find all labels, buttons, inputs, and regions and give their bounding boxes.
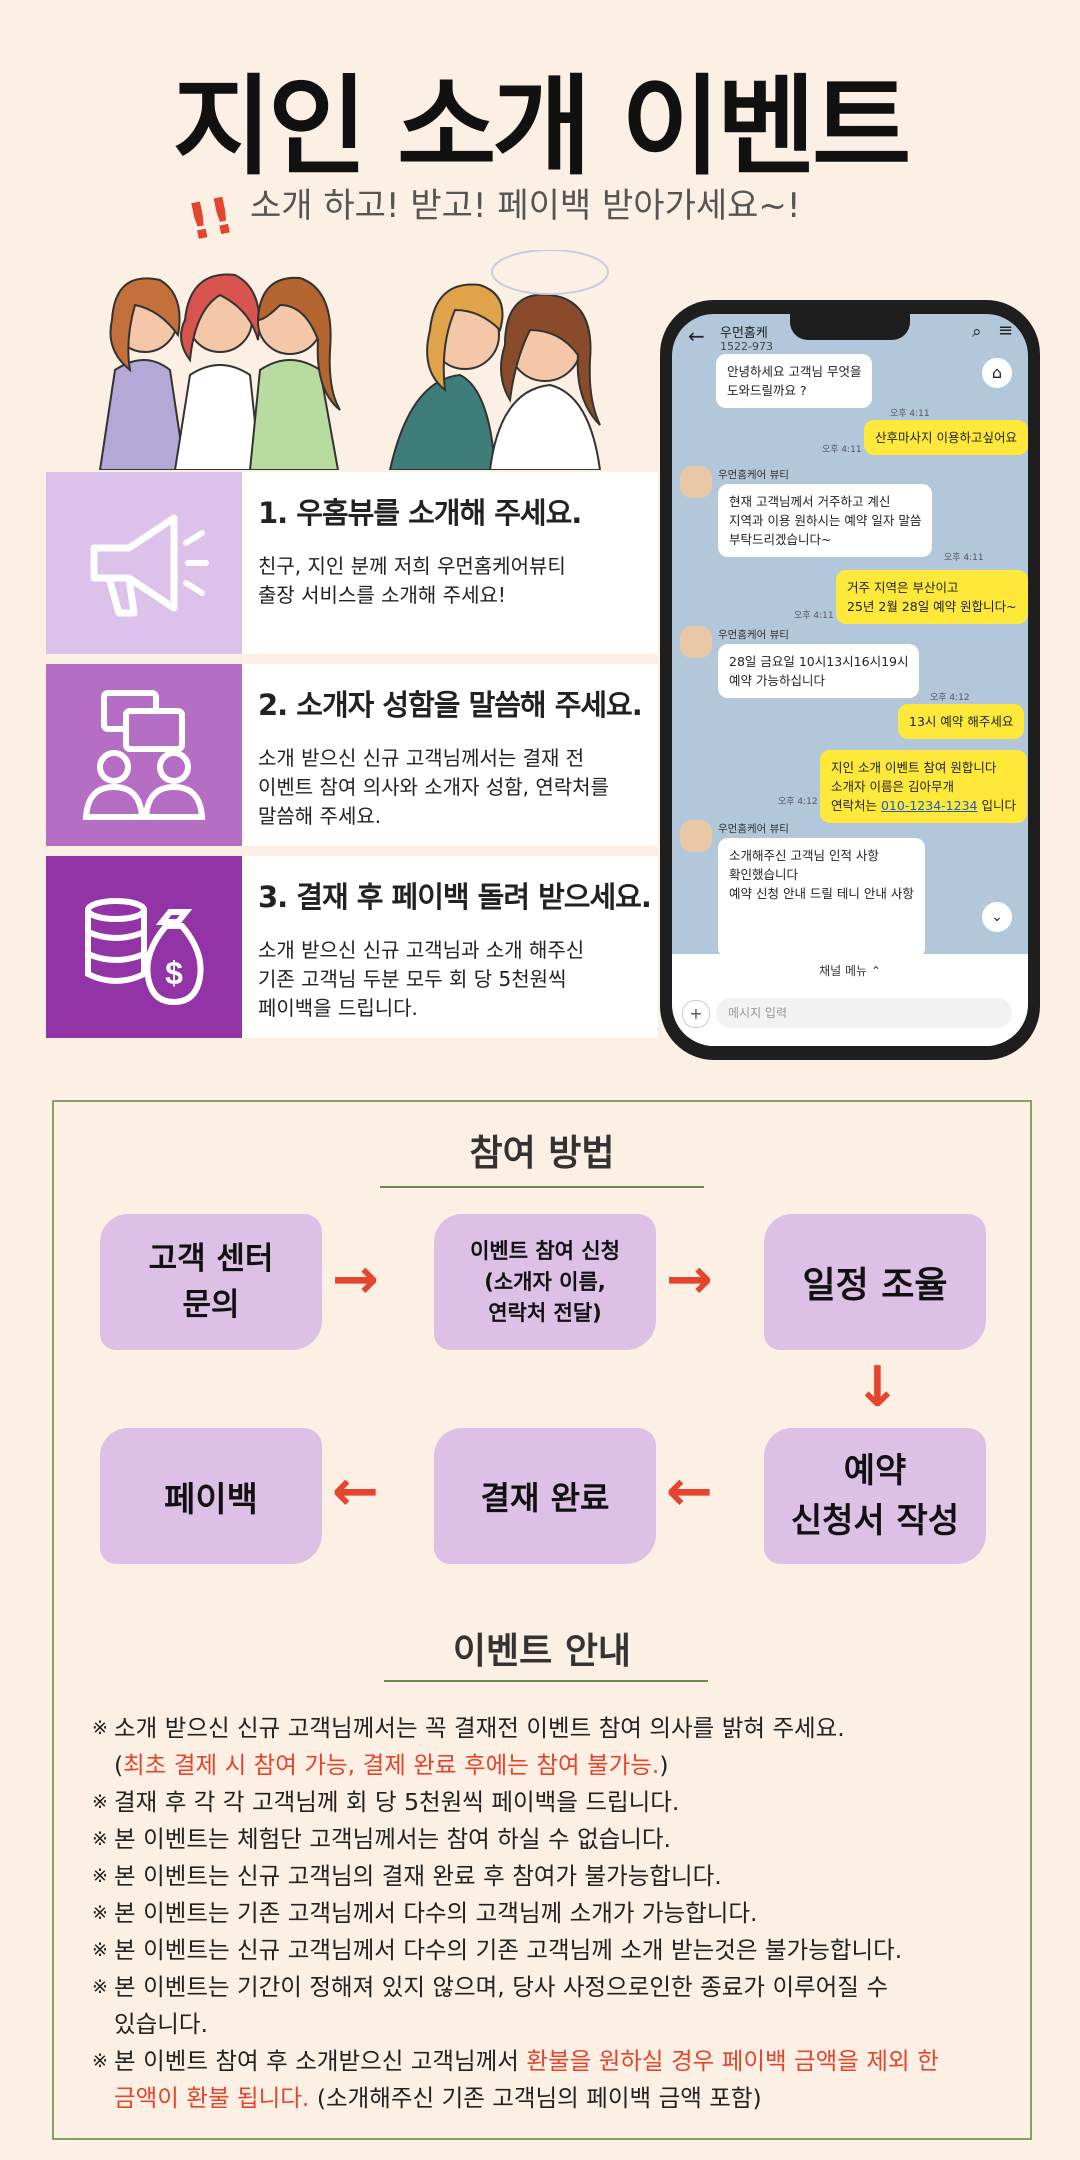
women-whispering-illustration: [98, 250, 609, 470]
question-bubble: [491, 250, 609, 295]
search-icon[interactable]: ⌕: [972, 322, 982, 342]
chat-people-icon: [82, 690, 206, 820]
arrow-right-icon: →: [332, 1247, 379, 1312]
step-1-icon-box: [46, 472, 242, 654]
step-1-line: 친구, 지인 분께 저희 우먼홈케어뷰티: [258, 554, 566, 578]
note-item: ※본 이벤트는 기존 고객님께서 다수의 고객님께 소개가 가능합니다.: [92, 1899, 758, 1927]
step-3-title: 3. 결재 후 페이백 돌려 받으세요.: [258, 880, 652, 914]
flow-step-apply: 이벤트 참여 신청(소개자 이름,연락처 전달): [434, 1214, 656, 1350]
chat-bubble: 산후마사지 이용하고싶어요: [864, 420, 1028, 455]
step-2-line: 말씀해 주세요.: [258, 804, 382, 828]
svg-text:$: $: [165, 955, 183, 991]
step-3-line: 소개 받으신 신규 고객님과 소개 해주신: [258, 938, 585, 962]
chat-number: 1522-973: [720, 340, 773, 353]
phone-notch: [790, 314, 910, 340]
sender-name: 우먼홈케어 뷰티: [718, 629, 789, 641]
note-item: ※본 이벤트 참여 후 소개받으신 고객님께서 환불을 원하실 경우 페이백 금…: [92, 2047, 939, 2075]
note-item: ※본 이벤트는 기간이 정해져 있지 않으며, 당사 사정으로인한 종료가 이루…: [92, 1973, 889, 2001]
woman-figure-4: [388, 283, 504, 470]
note-item: ※본 이벤트는 신규 고객님께서 다수의 기존 고객님께 소개 받는것은 불가능…: [92, 1936, 903, 1964]
sender-name: 우먼홈케어 뷰티: [718, 823, 789, 835]
heading-underline: [384, 1680, 708, 1682]
chat-name: 우먼홈케: [720, 326, 768, 341]
woman-figure-5: [488, 293, 602, 470]
step-2-line: 소개 받으신 신규 고객님께서는 결재 전: [258, 746, 585, 770]
note-item: ※본 이벤트는 신규 고객님의 결재 완료 후 참여가 불가능합니다.: [92, 1862, 722, 1890]
chat-bubble: 지인 소개 이벤트 참여 원합니다 소개자 이름은 김아무개 연락처는 010-…: [820, 750, 1027, 823]
plus-icon[interactable]: +: [682, 1000, 710, 1028]
page-subtitle: 소개 하고! 받고! 페이백 받아가세요~!: [250, 186, 801, 226]
phone-number-link[interactable]: 010-1234-1234: [880, 798, 978, 813]
page-title: 지인 소개 이벤트: [172, 65, 912, 190]
channel-menu-button[interactable]: 채널 메뉴 ⌃: [819, 964, 881, 978]
heading-underline: [380, 1186, 704, 1188]
chevron-up-icon: ⌃: [870, 964, 881, 978]
step-2-line: 이벤트 참여 의사와 소개자 성함, 연락처를: [258, 775, 609, 799]
back-arrow-icon[interactable]: ←: [688, 324, 705, 348]
note-item: ※결재 후 각 각 고객님께 회 당 5천원씩 페이백을 드립니다.: [92, 1788, 680, 1816]
sender-avatar: [680, 466, 712, 498]
step-1-card: 1. 우홈뷰를 소개해 주세요. 친구, 지인 분께 저희 우먼홈케어뷰티 출장…: [46, 472, 658, 654]
step-3-icon-box: $: [46, 856, 242, 1038]
step-2-icon-box: [46, 664, 242, 846]
chat-time: 오후 4:11: [890, 409, 930, 419]
step-3-line: 기존 고객님 두분 모두 회 당 5천원씩: [258, 967, 567, 991]
step-1-line: 출장 서비스를 소개해 주세요!: [258, 583, 506, 607]
step-2-card: 2. 소개자 성함을 말씀해 주세요. 소개 받으신 신규 고객님께서는 결재 …: [46, 664, 658, 846]
arrow-left-icon: ←: [332, 1459, 379, 1524]
event-notes: ※소개 받으신 신규 고객님께서는 꼭 결재전 이벤트 참여 의사를 밝혀 주세…: [92, 1710, 1012, 2117]
flow-step-payment: 결재 완료: [434, 1428, 656, 1564]
note-item: 금액이 환불 됩니다. (소개해주신 기존 고객님의 페이백 금액 포함): [114, 2084, 762, 2112]
scroll-down-icon[interactable]: ⌄: [982, 902, 1012, 932]
flow-step-schedule: 일정 조율: [764, 1214, 986, 1350]
home-icon[interactable]: ⌂: [982, 358, 1012, 388]
step-1-title: 1. 우홈뷰를 소개해 주세요.: [258, 496, 582, 530]
woman-figure-3: [248, 276, 341, 470]
message-input[interactable]: 메시지 입력: [716, 998, 1012, 1028]
arrow-down-icon: ↓: [854, 1355, 901, 1420]
chat-header: ← 우먼홈케 1522-973 ⌕ ≡: [672, 314, 1028, 362]
chat-bubble: 13시 예약 해주세요: [898, 704, 1025, 739]
arrow-left-icon: ←: [666, 1459, 713, 1524]
step-2-title: 2. 소개자 성함을 말씀해 주세요.: [258, 688, 643, 722]
note-item: (최초 결제 시 참여 가능, 결제 완료 후에는 참여 불가능.): [114, 1751, 669, 1779]
chat-time: 오후 4:12: [930, 693, 970, 703]
note-item: ※본 이벤트는 체험단 고객님께서는 참여 하실 수 없습니다.: [92, 1825, 672, 1853]
chat-time: 오후 4:11: [822, 445, 862, 455]
woman-figure-2: [173, 273, 262, 470]
sender-name: 우먼홈케어 뷰티: [718, 469, 789, 481]
flow-step-payback: 페이백: [100, 1428, 322, 1564]
participation-heading: 참여 방법: [469, 1133, 615, 1174]
info-heading: 이벤트 안내: [452, 1631, 632, 1672]
note-item: ※소개 받으신 신규 고객님께서는 꼭 결재전 이벤트 참여 의사를 밝혀 주세…: [92, 1714, 845, 1742]
sender-avatar: [680, 626, 712, 658]
megaphone-icon: [90, 514, 209, 617]
money-icon: $: [85, 898, 204, 1006]
chat-time: 오후 4:11: [944, 553, 984, 563]
note-item: 있습니다.: [114, 2010, 208, 2038]
menu-icon[interactable]: ≡: [998, 320, 1014, 341]
woman-figure-1: [98, 277, 187, 470]
sender-avatar: [680, 820, 712, 852]
chat-time: 오후 4:11: [794, 611, 834, 621]
step-3-card: $ 3. 결재 후 페이백 돌려 받으세요. 소개 받으신 신규 고객님과 소개…: [46, 856, 658, 1038]
chat-bottom-bar: 채널 메뉴 ⌃ + 메시지 입력: [672, 954, 1028, 1046]
arrow-right-icon: →: [666, 1247, 713, 1312]
step-3-line: 페이백을 드립니다.: [258, 996, 418, 1020]
chat-time: 오후 4:12: [778, 797, 818, 807]
